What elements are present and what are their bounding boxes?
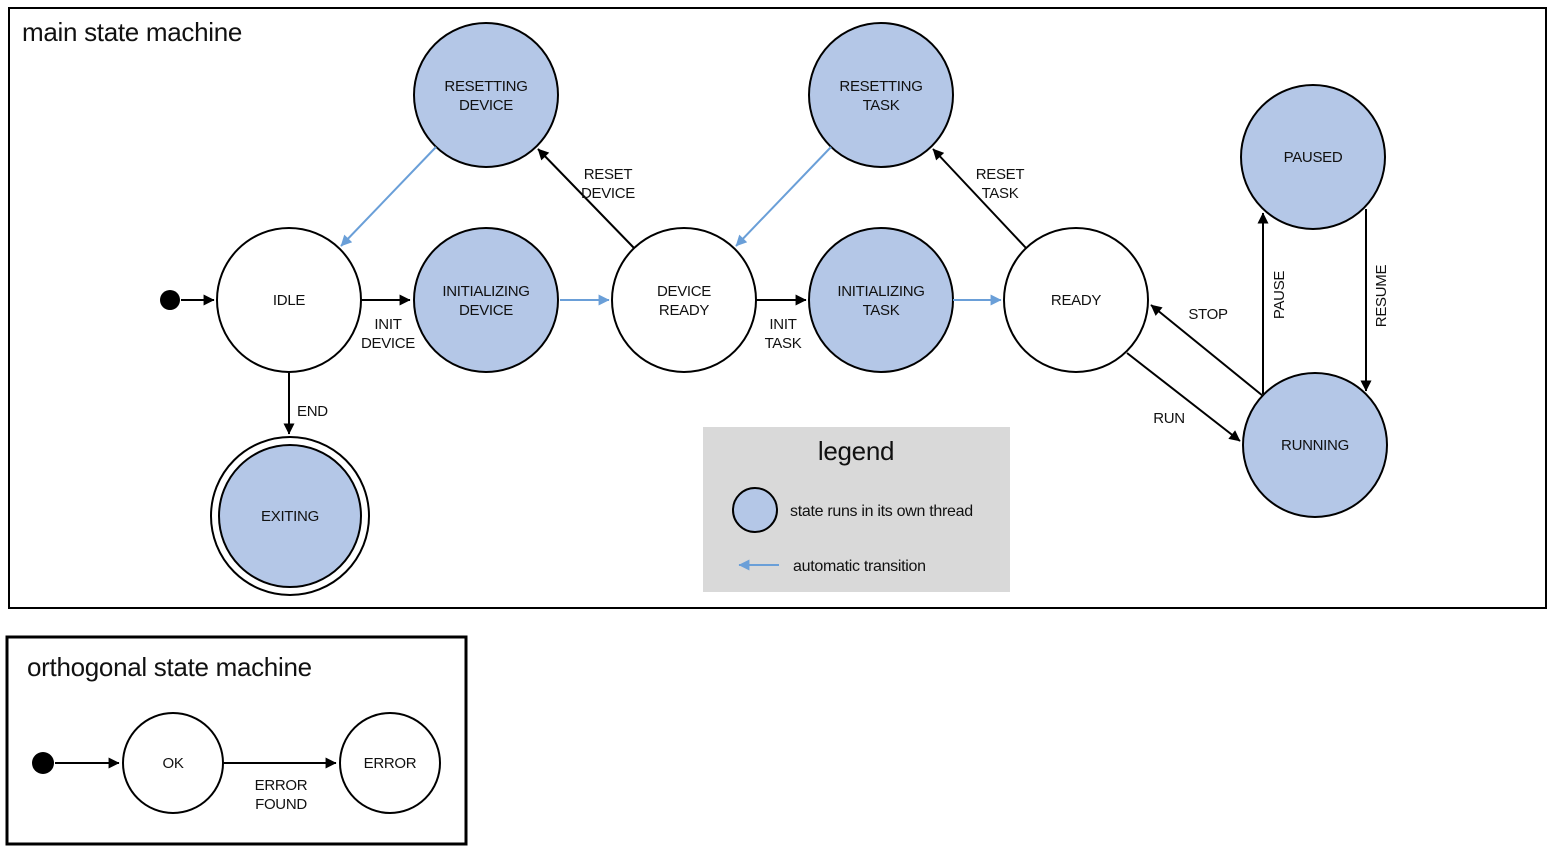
transition-init-device-label: INIT [374, 316, 401, 333]
state-running-circle [1242, 372, 1388, 518]
state-device-ready-circle [611, 227, 757, 373]
transition-stop: STOP [1150, 304, 1264, 397]
transition-init-device-label: DEVICE [361, 335, 415, 352]
state-idle-label: IDLE [273, 292, 305, 309]
state-ready-circle [1003, 227, 1149, 373]
main-state-machine-title: main state machine [22, 17, 242, 47]
transition-resume: RESUME [1360, 209, 1390, 392]
state-initializing-task-label: INITIALIZING [837, 283, 924, 300]
state-resetting-task: RESETTING TASK [808, 22, 954, 168]
transition-error-found: ERROR FOUND [224, 757, 337, 813]
transition-reset-device: RESET DEVICE [537, 148, 636, 249]
transition-stop-arrow [1150, 304, 1264, 397]
orthogonal-state-machine-title: orthogonal state machine [27, 652, 312, 682]
state-running-label: RUNNING [1281, 437, 1349, 454]
state-ready-label: READY [1051, 292, 1101, 309]
state-resetting-task-label: TASK [863, 97, 900, 114]
orthogonal-state-machine-box [5, 635, 468, 846]
transition-reset-device-label: DEVICE [581, 185, 635, 202]
state-initializing-task-circle [808, 227, 954, 373]
state-exiting: EXITING [210, 436, 370, 596]
main-state-machine-box [8, 7, 1547, 609]
orthogonal-state-machine-initial-state-dot [32, 752, 54, 774]
transition-reset-task: RESET TASK [932, 148, 1027, 249]
state-resetting-task-circle [808, 22, 954, 168]
legend-title: legend [818, 436, 894, 466]
state-resetting-device-circle [413, 22, 559, 168]
legend: legend state runs in its own thread automa… [703, 427, 1010, 592]
transition-auto-resetting-device-to-idle-auto-arrow [340, 146, 437, 247]
transition-run-label: RUN [1153, 410, 1185, 427]
legend-threaded-state-swatch [732, 487, 778, 533]
state-resetting-device-label: DEVICE [459, 97, 513, 114]
legend-item-auto-transition: automatic transition [738, 558, 926, 575]
state-initializing-device-label: INITIALIZING [442, 283, 529, 300]
state-resetting-device: RESETTING DEVICE [413, 22, 559, 168]
legend-threaded-state-label: state runs in its own thread [790, 503, 973, 520]
transition-run: RUN [1126, 352, 1241, 442]
state-paused-circle [1240, 84, 1386, 230]
state-ok-circle [122, 712, 224, 814]
transition-pause-label: PAUSE [1271, 271, 1288, 320]
legend-item-threaded-state: state runs in its own thread [732, 487, 973, 533]
transition-reset-task-label: RESET [976, 166, 1025, 183]
transition-init-task-label: INIT [769, 316, 796, 333]
transition-stop-label: STOP [1188, 306, 1228, 323]
transition-init-device: INIT DEVICE [361, 294, 416, 352]
state-exiting-label: EXITING [261, 508, 319, 525]
state-resetting-task-label: RESETTING [839, 78, 922, 95]
state-initializing-task-label: TASK [863, 302, 900, 319]
transition-auto-resetting-task-to-device-ready [735, 146, 832, 247]
transition-run-arrow [1126, 352, 1241, 442]
state-initializing-task: INITIALIZING TASK [808, 227, 954, 373]
state-device-ready-label: READY [659, 302, 709, 319]
state-error-circle [339, 712, 441, 814]
state-ok: OK [122, 712, 224, 814]
state-idle: IDLE [216, 227, 362, 373]
transition-init-task-label: TASK [765, 335, 802, 352]
state-error: ERROR [339, 712, 441, 814]
state-running: RUNNING [1242, 372, 1388, 518]
state-exiting-circle [218, 444, 362, 588]
legend-auto-transition-label: automatic transition [793, 558, 926, 575]
transition-end: END [283, 373, 329, 435]
state-paused: PAUSED [1240, 84, 1386, 230]
state-ok-label: OK [162, 755, 183, 772]
transition-reset-task-label: TASK [982, 185, 1019, 202]
state-initializing-device-label: DEVICE [459, 302, 513, 319]
transition-error-found-label: ERROR [255, 777, 308, 794]
transition-reset-device-label: RESET [584, 166, 633, 183]
state-initializing-device: INITIALIZING DEVICE [413, 227, 559, 373]
state-error-label: ERROR [364, 755, 417, 772]
transition-resume-label: RESUME [1373, 265, 1390, 328]
state-initializing-device-circle [413, 227, 559, 373]
transition-error-found-label: FOUND [255, 796, 307, 813]
transition-init-task: INIT TASK [756, 294, 807, 352]
transition-reset-task-arrow [932, 148, 1027, 249]
main-state-machine-initial-state-dot [160, 290, 180, 310]
transition-reset-device-arrow [537, 148, 635, 249]
transition-auto-resetting-task-to-device-ready-auto-arrow [735, 146, 832, 247]
transition-end-label: END [297, 403, 328, 420]
state-device-ready: DEVICE READY [611, 227, 757, 373]
main-state-machine: main state machineIDLERESETTINGDEVICEINI… [8, 7, 1547, 609]
transition-pause: PAUSE [1257, 212, 1288, 394]
state-resetting-device-label: RESETTING [444, 78, 527, 95]
state-paused-label: PAUSED [1284, 149, 1343, 166]
state-ready: READY [1003, 227, 1149, 373]
transition-auto-resetting-device-to-idle [340, 146, 437, 247]
state-device-ready-label: DEVICE [657, 283, 711, 300]
